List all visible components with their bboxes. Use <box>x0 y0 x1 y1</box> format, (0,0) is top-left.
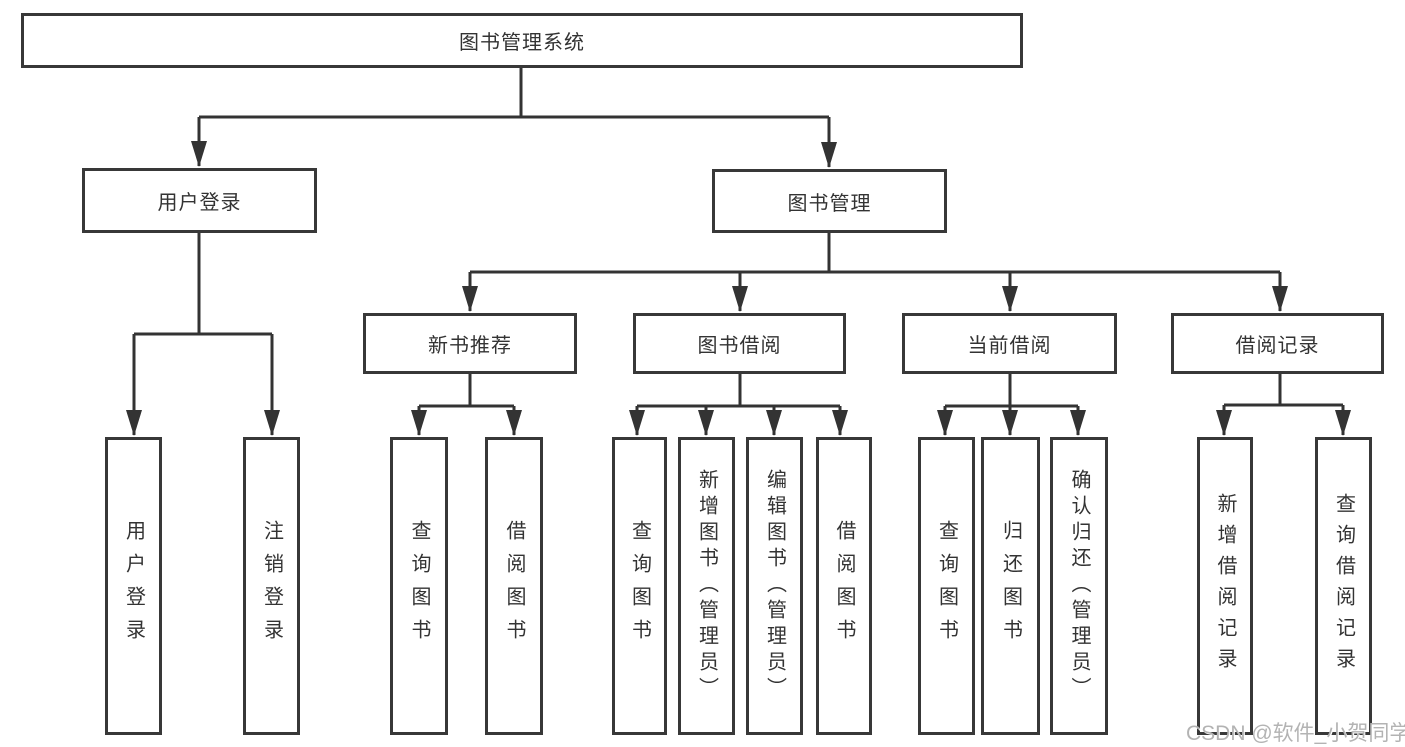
leaf-borrow-books-recommend-label: 借阅图书 <box>503 520 525 652</box>
leaf-logout: 注销登录 <box>243 437 300 735</box>
leaf-query-books-recommend-label: 查询图书 <box>408 520 430 652</box>
leaf-add-books-admin: 新增图书（管理员） <box>678 437 735 735</box>
leaf-borrow-books: 借阅图书 <box>816 437 872 735</box>
leaf-user-login: 用户登录 <box>105 437 162 735</box>
leaf-query-borrow-record-label: 查询借阅记录 <box>1332 493 1355 679</box>
node-current-borrowing: 当前借阅 <box>902 313 1117 374</box>
node-book-management: 图书管理 <box>712 169 947 233</box>
leaf-return-books: 归还图书 <box>981 437 1040 735</box>
leaf-add-borrow-record-label: 新增借阅记录 <box>1214 493 1236 679</box>
leaf-query-books-borrow-label: 查询图书 <box>628 520 651 652</box>
leaf-borrow-books-recommend: 借阅图书 <box>485 437 543 735</box>
leaf-query-books-current-label: 查询图书 <box>935 520 958 652</box>
leaf-edit-books-admin: 编辑图书（管理员） <box>746 437 803 735</box>
leaf-query-books-current: 查询图书 <box>918 437 975 735</box>
node-user-login: 用户登录 <box>82 168 317 233</box>
node-borrowing-records: 借阅记录 <box>1171 313 1384 374</box>
leaf-confirm-return-admin: 确认归还（管理员） <box>1050 437 1108 735</box>
leaf-add-borrow-record: 新增借阅记录 <box>1197 437 1253 735</box>
leaf-logout-label: 注销登录 <box>260 520 283 652</box>
leaf-return-books-label: 归还图书 <box>999 520 1022 652</box>
leaf-borrow-books-label: 借阅图书 <box>833 520 855 652</box>
node-library-management-system: 图书管理系统 <box>21 13 1023 68</box>
leaf-query-borrow-record: 查询借阅记录 <box>1315 437 1372 735</box>
leaf-query-books-recommend: 查询图书 <box>390 437 448 735</box>
leaf-add-books-admin-label: 新增图书（管理员） <box>695 469 718 703</box>
node-new-book-recommendation: 新书推荐 <box>363 313 577 374</box>
leaf-query-books-borrow: 查询图书 <box>612 437 667 735</box>
watermark: CSDN @软件_小贺同学 <box>1186 722 1405 745</box>
node-book-borrowing: 图书借阅 <box>633 313 846 374</box>
leaf-user-login-label: 用户登录 <box>122 520 145 652</box>
leaf-edit-books-admin-label: 编辑图书（管理员） <box>763 469 786 703</box>
leaf-confirm-return-admin-label: 确认归还（管理员） <box>1068 469 1090 703</box>
